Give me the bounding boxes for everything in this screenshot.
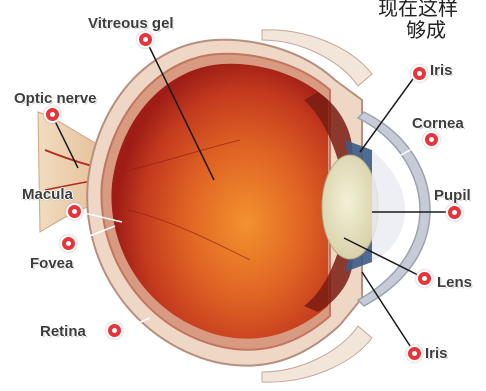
- corner-text-line2: 够成: [406, 14, 446, 43]
- label-macula: Macula: [22, 187, 73, 203]
- label-cornea: Cornea: [412, 116, 464, 132]
- lens-shape: [322, 155, 378, 259]
- label-iris-top: Iris: [430, 63, 453, 79]
- marker-retina[interactable]: [106, 322, 123, 339]
- label-optic-nerve: Optic nerve: [14, 91, 97, 107]
- label-iris-bottom: Iris: [425, 346, 448, 362]
- label-lens: Lens: [437, 275, 472, 291]
- label-vitreous-gel: Vitreous gel: [88, 16, 174, 32]
- marker-vitreous[interactable]: [137, 31, 154, 48]
- marker-fovea[interactable]: [60, 235, 77, 252]
- marker-cornea[interactable]: [423, 131, 440, 148]
- marker-pupil[interactable]: [446, 204, 463, 221]
- marker-macula[interactable]: [66, 203, 83, 220]
- label-fovea: Fovea: [30, 256, 73, 272]
- marker-iris-top[interactable]: [411, 65, 428, 82]
- marker-lens[interactable]: [416, 270, 433, 287]
- label-pupil: Pupil: [434, 188, 471, 204]
- label-retina: Retina: [40, 324, 86, 340]
- marker-optic-nerve[interactable]: [44, 106, 61, 123]
- marker-iris-bottom[interactable]: [406, 345, 423, 362]
- aqueous: [372, 150, 405, 262]
